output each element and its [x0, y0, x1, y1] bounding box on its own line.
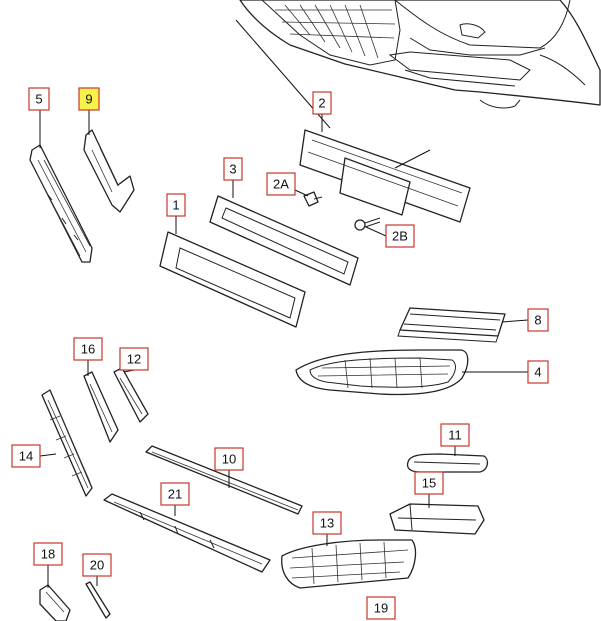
callout-12[interactable]: 12 — [119, 347, 149, 371]
part-16-strip — [83, 371, 119, 443]
callout-9-label: 9 — [85, 92, 92, 107]
callout-16-label: 16 — [81, 342, 95, 357]
callout-13-label: 13 — [320, 516, 334, 531]
callout-11[interactable]: 11 — [440, 423, 470, 447]
callout-10-label: 10 — [222, 452, 236, 467]
callout-3[interactable]: 3 — [223, 157, 243, 181]
callout-8-label: 8 — [534, 313, 541, 328]
part-left-grille-strip — [29, 144, 93, 263]
callout-1[interactable]: 1 — [166, 193, 186, 217]
part-trim-panel — [159, 231, 306, 328]
callout-20[interactable]: 20 — [82, 553, 112, 577]
callout-2[interactable]: 2 — [312, 91, 332, 115]
part-20-rod — [85, 581, 111, 619]
callout-16[interactable]: 16 — [73, 337, 103, 361]
part-lower-strip — [103, 493, 271, 573]
callout-14[interactable]: 14 — [11, 444, 41, 468]
part-15-bracket — [389, 503, 485, 535]
callout-19[interactable]: 19 — [366, 596, 396, 620]
part-11-trim — [406, 453, 489, 473]
part-lower-grille — [281, 539, 417, 589]
callout-5-label: 5 — [35, 92, 42, 107]
part-long-strip — [145, 445, 303, 515]
car-front-illustration — [239, 0, 601, 109]
callout-20-label: 20 — [90, 558, 104, 573]
part-18-piece — [39, 584, 71, 621]
callout-4[interactable]: 4 — [527, 360, 549, 384]
callout-19-label: 19 — [374, 601, 388, 616]
callout-21-label: 21 — [168, 487, 182, 502]
part-side-grille — [41, 389, 93, 497]
callout-18-label: 18 — [41, 547, 55, 562]
callout-15[interactable]: 15 — [414, 471, 444, 495]
part-license-plate-holder — [299, 129, 471, 223]
callout-21[interactable]: 21 — [160, 482, 190, 506]
callout-14-label: 14 — [19, 449, 33, 464]
callout-2b[interactable]: 2B — [385, 224, 415, 248]
part-12-strip — [113, 367, 149, 423]
callout-18[interactable]: 18 — [33, 542, 63, 566]
callout-12-label: 12 — [127, 352, 141, 367]
callout-13[interactable]: 13 — [312, 511, 342, 535]
callout-10[interactable]: 10 — [214, 447, 244, 471]
callout-2b-label: 2B — [392, 229, 408, 244]
callout-9[interactable]: 9 — [78, 87, 100, 111]
callout-2a[interactable]: 2A — [266, 172, 296, 196]
callout-11-label: 11 — [448, 428, 462, 443]
callout-8[interactable]: 8 — [527, 308, 549, 332]
part-bracket-right — [397, 307, 506, 343]
callout-2-label: 2 — [318, 96, 325, 111]
part-fog-grille — [295, 349, 469, 396]
callout-15-label: 15 — [422, 476, 436, 491]
callout-2a-label: 2A — [273, 177, 289, 192]
callout-4-label: 4 — [534, 365, 541, 380]
callout-1-label: 1 — [172, 198, 179, 213]
callout-3-label: 3 — [229, 162, 236, 177]
callout-5[interactable]: 5 — [28, 87, 50, 111]
part-bracket — [83, 129, 135, 213]
part-upper-frame — [209, 195, 359, 286]
